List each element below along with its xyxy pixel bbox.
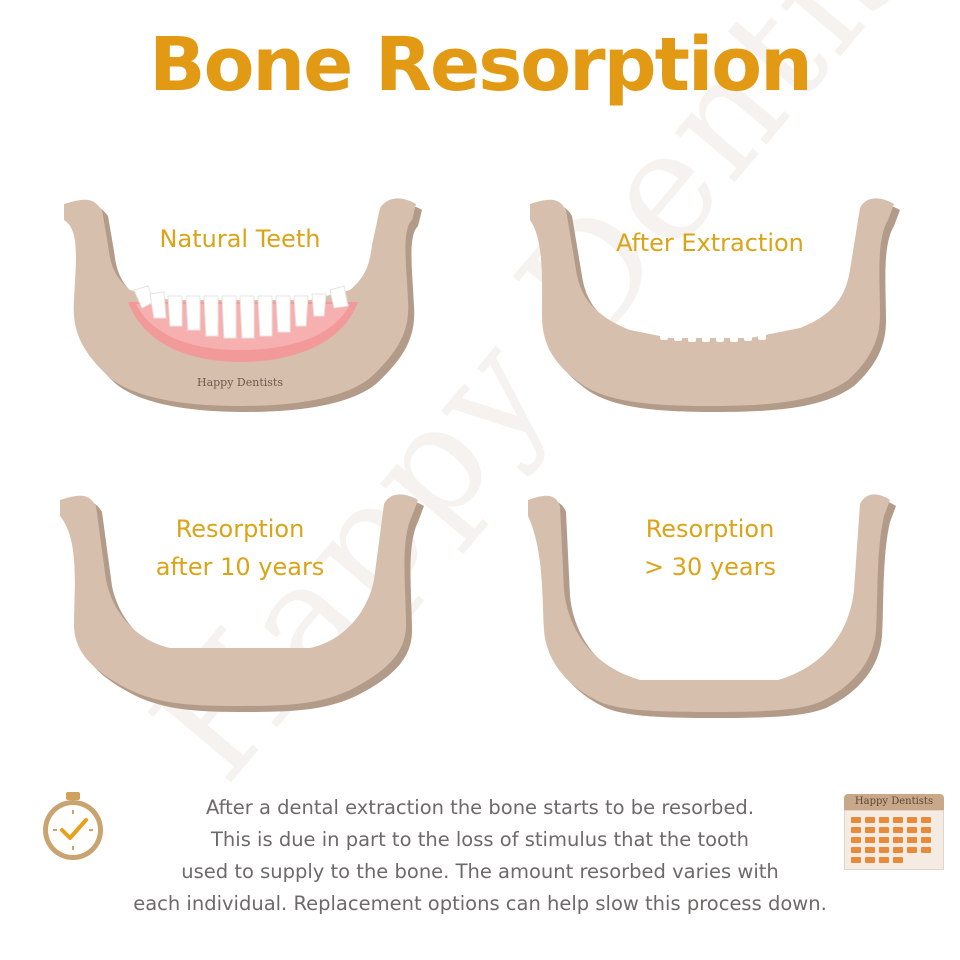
page-title: Bone Resorption <box>149 22 813 108</box>
description-line: After a dental extraction the bone start… <box>205 796 755 819</box>
panel-label-line: After Extraction <box>616 229 804 257</box>
panel-label-line: Resorption <box>645 515 775 543</box>
brand-logo: Happy Dentists <box>196 376 283 389</box>
panel-label: Resorption after 10 years <box>50 510 430 586</box>
panel-label-line: Natural Teeth <box>159 225 321 253</box>
panel-label: Resorption > 30 years <box>520 510 900 586</box>
panel-label-line: > 30 years <box>644 553 776 581</box>
panel-natural-teeth: Natural Teeth Happy Dentists <box>50 190 430 440</box>
description-line: This is due in part to the loss of stimu… <box>211 828 749 851</box>
panel-label: After Extraction <box>520 224 900 262</box>
panel-label-line: after 10 years <box>155 553 325 581</box>
jaw-resorption-10-years-illustration <box>60 494 424 712</box>
jaw-after-extraction-illustration <box>530 198 900 412</box>
panel-resorption-10-years: Resorption after 10 years <box>50 490 430 740</box>
calendar-brand: Happy Dentists <box>844 794 944 810</box>
stopwatch-icon <box>43 792 103 860</box>
panel-after-extraction: After Extraction <box>520 190 900 440</box>
panel-label-line: Resorption <box>175 515 305 543</box>
description-line: used to supply to the bone. The amount r… <box>181 860 779 883</box>
description-line: each individual. Replacement options can… <box>133 892 827 915</box>
calendar-grid <box>844 810 944 870</box>
description: After a dental extraction the bone start… <box>0 792 960 920</box>
panel-resorption-30-years: Resorption > 30 years <box>520 490 900 740</box>
calendar-icon: Happy Dentists <box>844 794 944 872</box>
panel-label: Natural Teeth <box>50 220 430 258</box>
jaw-natural-teeth-illustration <box>64 198 422 412</box>
